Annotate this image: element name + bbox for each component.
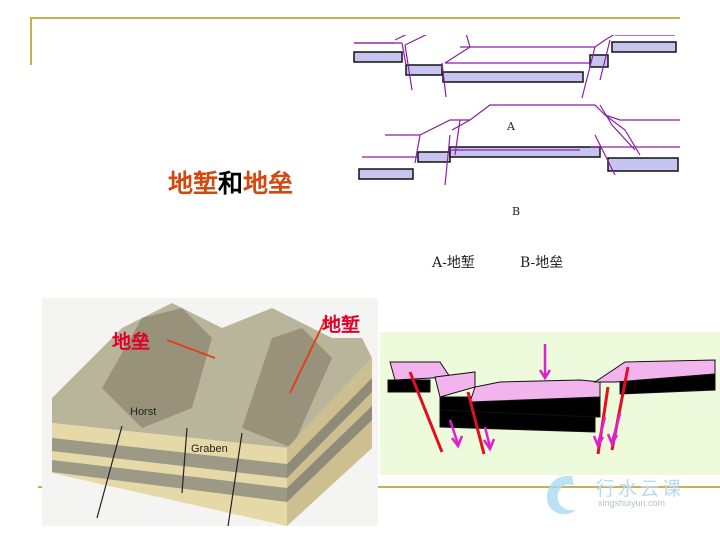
stratum-b-block [417, 151, 451, 163]
label-horst-en: Horst [130, 406, 157, 418]
caption-a: A-地堑 [432, 255, 475, 271]
stratum-b-right [607, 157, 679, 172]
label-horst-cn: 地垒 [112, 331, 151, 353]
watermark-name: 行水云课 [596, 478, 685, 500]
wave-logo-icon [547, 475, 576, 515]
stratum-a-left [353, 51, 403, 63]
stratum-b-left [358, 168, 414, 180]
bottom-rule [38, 486, 720, 488]
stratum-a-block [405, 64, 443, 76]
horst-graben-block-diagram [42, 298, 378, 526]
title-and: 和 [218, 169, 244, 198]
stratum-b-center [449, 146, 601, 158]
pointer-line-horst [166, 339, 216, 359]
label-graben-en: Graben [191, 443, 228, 455]
watermark: 行水云课 xingshuiyun.com [542, 470, 720, 520]
label-b: B [512, 205, 520, 218]
label-a: A [506, 120, 516, 133]
graben-horst-section-diagram: A B [353, 35, 680, 218]
top-rule [30, 17, 680, 19]
left-rule [30, 17, 32, 65]
stratum-a-center [442, 71, 584, 83]
fault-block-illustration [380, 332, 720, 475]
caption-b: B-地垒 [520, 255, 564, 271]
title-horst: 地垒 [243, 169, 294, 198]
pointer-line-graben [289, 315, 328, 394]
watermark-url: xingshuiyun.com [598, 498, 666, 508]
slide-title: 地堑和地垒 [168, 164, 293, 200]
label-graben-cn: 地堑 [322, 314, 361, 336]
stratum-a-right [611, 41, 677, 53]
title-graben: 地堑 [168, 169, 219, 198]
